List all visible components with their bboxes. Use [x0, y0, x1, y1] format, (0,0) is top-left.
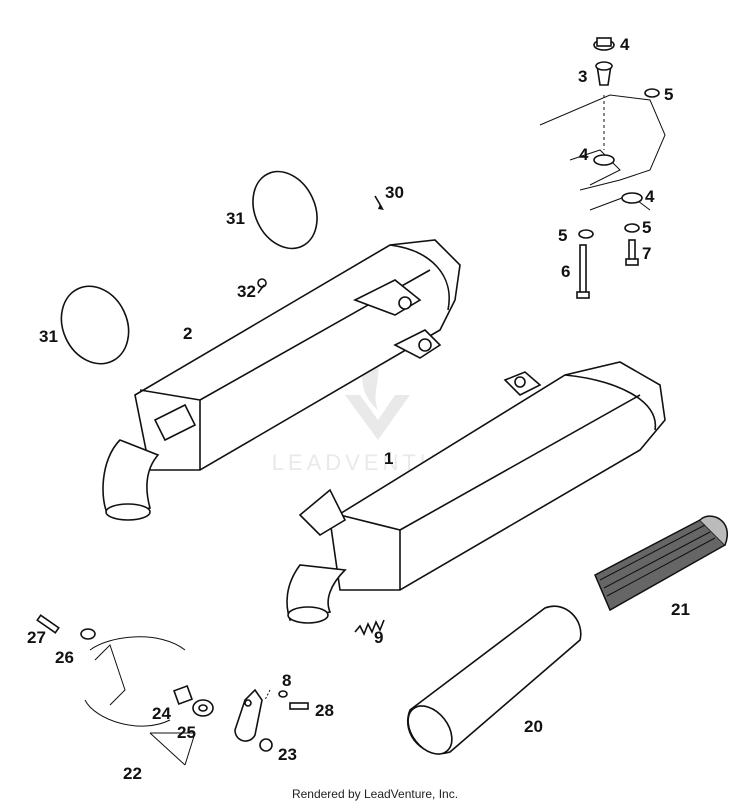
spring-9 [354, 619, 385, 636]
callout-1: 1 [384, 449, 393, 468]
packing-21 [594, 515, 728, 612]
callout-27: 27 [27, 628, 46, 647]
callout-30: 30 [385, 183, 404, 202]
footer-credit: Rendered by LeadVenture, Inc. [291, 787, 459, 801]
callout-5c: 5 [642, 218, 651, 237]
clamp-assembly [36, 614, 309, 766]
callout-4a: 4 [620, 35, 630, 54]
callout-20: 20 [524, 717, 543, 736]
callout-5a: 5 [664, 85, 673, 104]
callout-22: 22 [123, 764, 142, 783]
callout-4c: 4 [645, 187, 655, 206]
callout-4b: 4 [579, 145, 589, 164]
callout-23: 23 [278, 745, 297, 764]
callout-25: 25 [177, 723, 196, 742]
muffler-1 [286, 361, 666, 624]
callout-28: 28 [315, 701, 334, 720]
callout-2: 2 [183, 324, 192, 343]
callout-24: 24 [152, 704, 171, 723]
bolt-32 [257, 278, 267, 294]
callout-9: 9 [374, 628, 383, 647]
callout-8: 8 [282, 671, 291, 690]
callout-3: 3 [578, 67, 587, 86]
callout-7: 7 [642, 244, 651, 263]
callout-31-left: 31 [39, 327, 58, 346]
muffler-2 [102, 239, 461, 521]
callout-5b: 5 [558, 226, 567, 245]
o-ring-31-upper [252, 170, 318, 250]
callout-6: 6 [561, 262, 570, 281]
bracket-assembly [539, 37, 666, 299]
packing-20 [407, 605, 582, 755]
callout-32: 32 [237, 282, 256, 301]
screw-30 [374, 195, 384, 210]
o-ring-31-left [60, 285, 130, 365]
callout-26: 26 [55, 648, 74, 667]
callout-21: 21 [671, 600, 690, 619]
callout-31-upper: 31 [226, 209, 245, 228]
